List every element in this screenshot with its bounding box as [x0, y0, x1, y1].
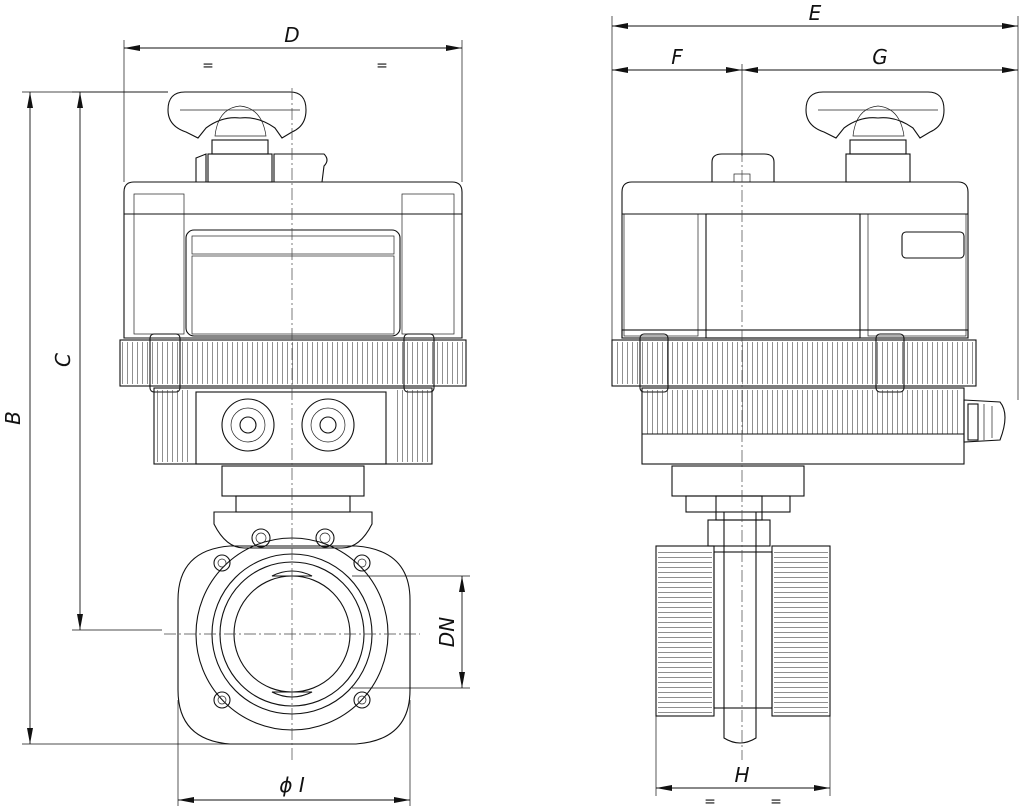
actuator-body-side [621, 181, 969, 339]
dim-label-f: F [671, 45, 683, 69]
handwheel-side [711, 91, 945, 183]
dimension-labels: D = = E F G B C DN ϕ I H = = [1, 1, 888, 810]
side-view [611, 91, 1006, 760]
dim-label-b: B [1, 411, 25, 425]
dimension-lines [22, 16, 1019, 806]
dim-label-e: E [809, 1, 822, 25]
adaptor-side [671, 465, 805, 547]
dim-label-g: G [872, 45, 888, 69]
handwheel-front [167, 91, 328, 183]
dim-label-dn: DN [435, 617, 459, 647]
adaptor-front [213, 465, 373, 549]
dim-label-phi-i: ϕ I [279, 773, 305, 797]
collar-side [611, 333, 977, 393]
lower-body-side [641, 387, 1006, 465]
lower-body-front [153, 387, 433, 465]
collar-front [119, 333, 467, 393]
valve-flange-front [177, 537, 411, 745]
dim-label-h: H [734, 763, 749, 787]
equal-mark-h-left: = [704, 794, 716, 810]
actuator-body-front [123, 181, 463, 339]
valve-body-side [655, 511, 831, 744]
equal-mark-d-right: = [376, 58, 388, 74]
equal-mark-h-right: = [770, 794, 782, 810]
dim-label-d: D [284, 23, 299, 47]
dim-label-c: C [51, 353, 75, 367]
equal-mark-d-left: = [202, 58, 214, 74]
front-view [119, 88, 467, 760]
